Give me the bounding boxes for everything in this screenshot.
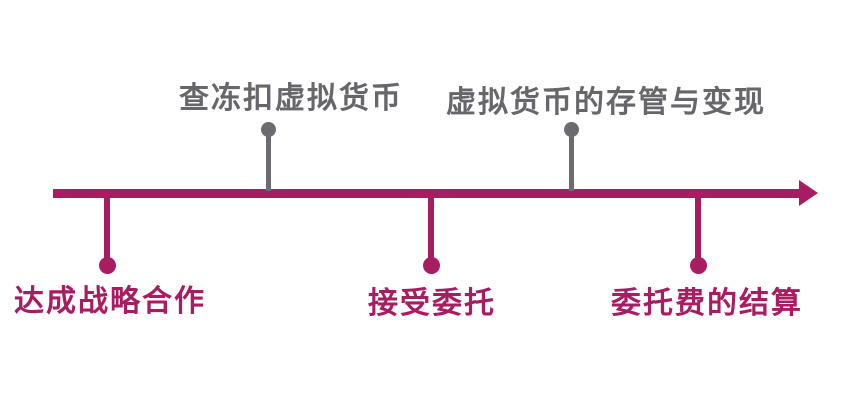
bottom-event-3-dot: [690, 257, 707, 274]
timeline-arrowhead-icon: [799, 180, 818, 206]
top-event-2-label: 虚拟货币的存管与变现: [446, 85, 766, 120]
top-event-1-dot: [261, 122, 276, 137]
top-event-1-label: 查冻扣虚拟货币: [179, 81, 403, 116]
bottom-event-2-stem: [428, 196, 434, 266]
bottom-event-2-dot: [423, 257, 440, 274]
bottom-event-1-label: 达成战略合作: [14, 284, 206, 319]
bottom-event-3-label: 委托费的结算: [611, 286, 803, 321]
timeline-axis-line: [53, 189, 802, 198]
bottom-event-3-stem: [695, 196, 701, 266]
top-event-1-stem: [266, 133, 271, 191]
top-event-2-dot: [564, 122, 579, 137]
bottom-event-1-stem: [104, 196, 110, 266]
bottom-event-1-dot: [99, 257, 116, 274]
bottom-event-2-label: 接受委托: [368, 286, 496, 321]
top-event-2-stem: [569, 133, 574, 191]
